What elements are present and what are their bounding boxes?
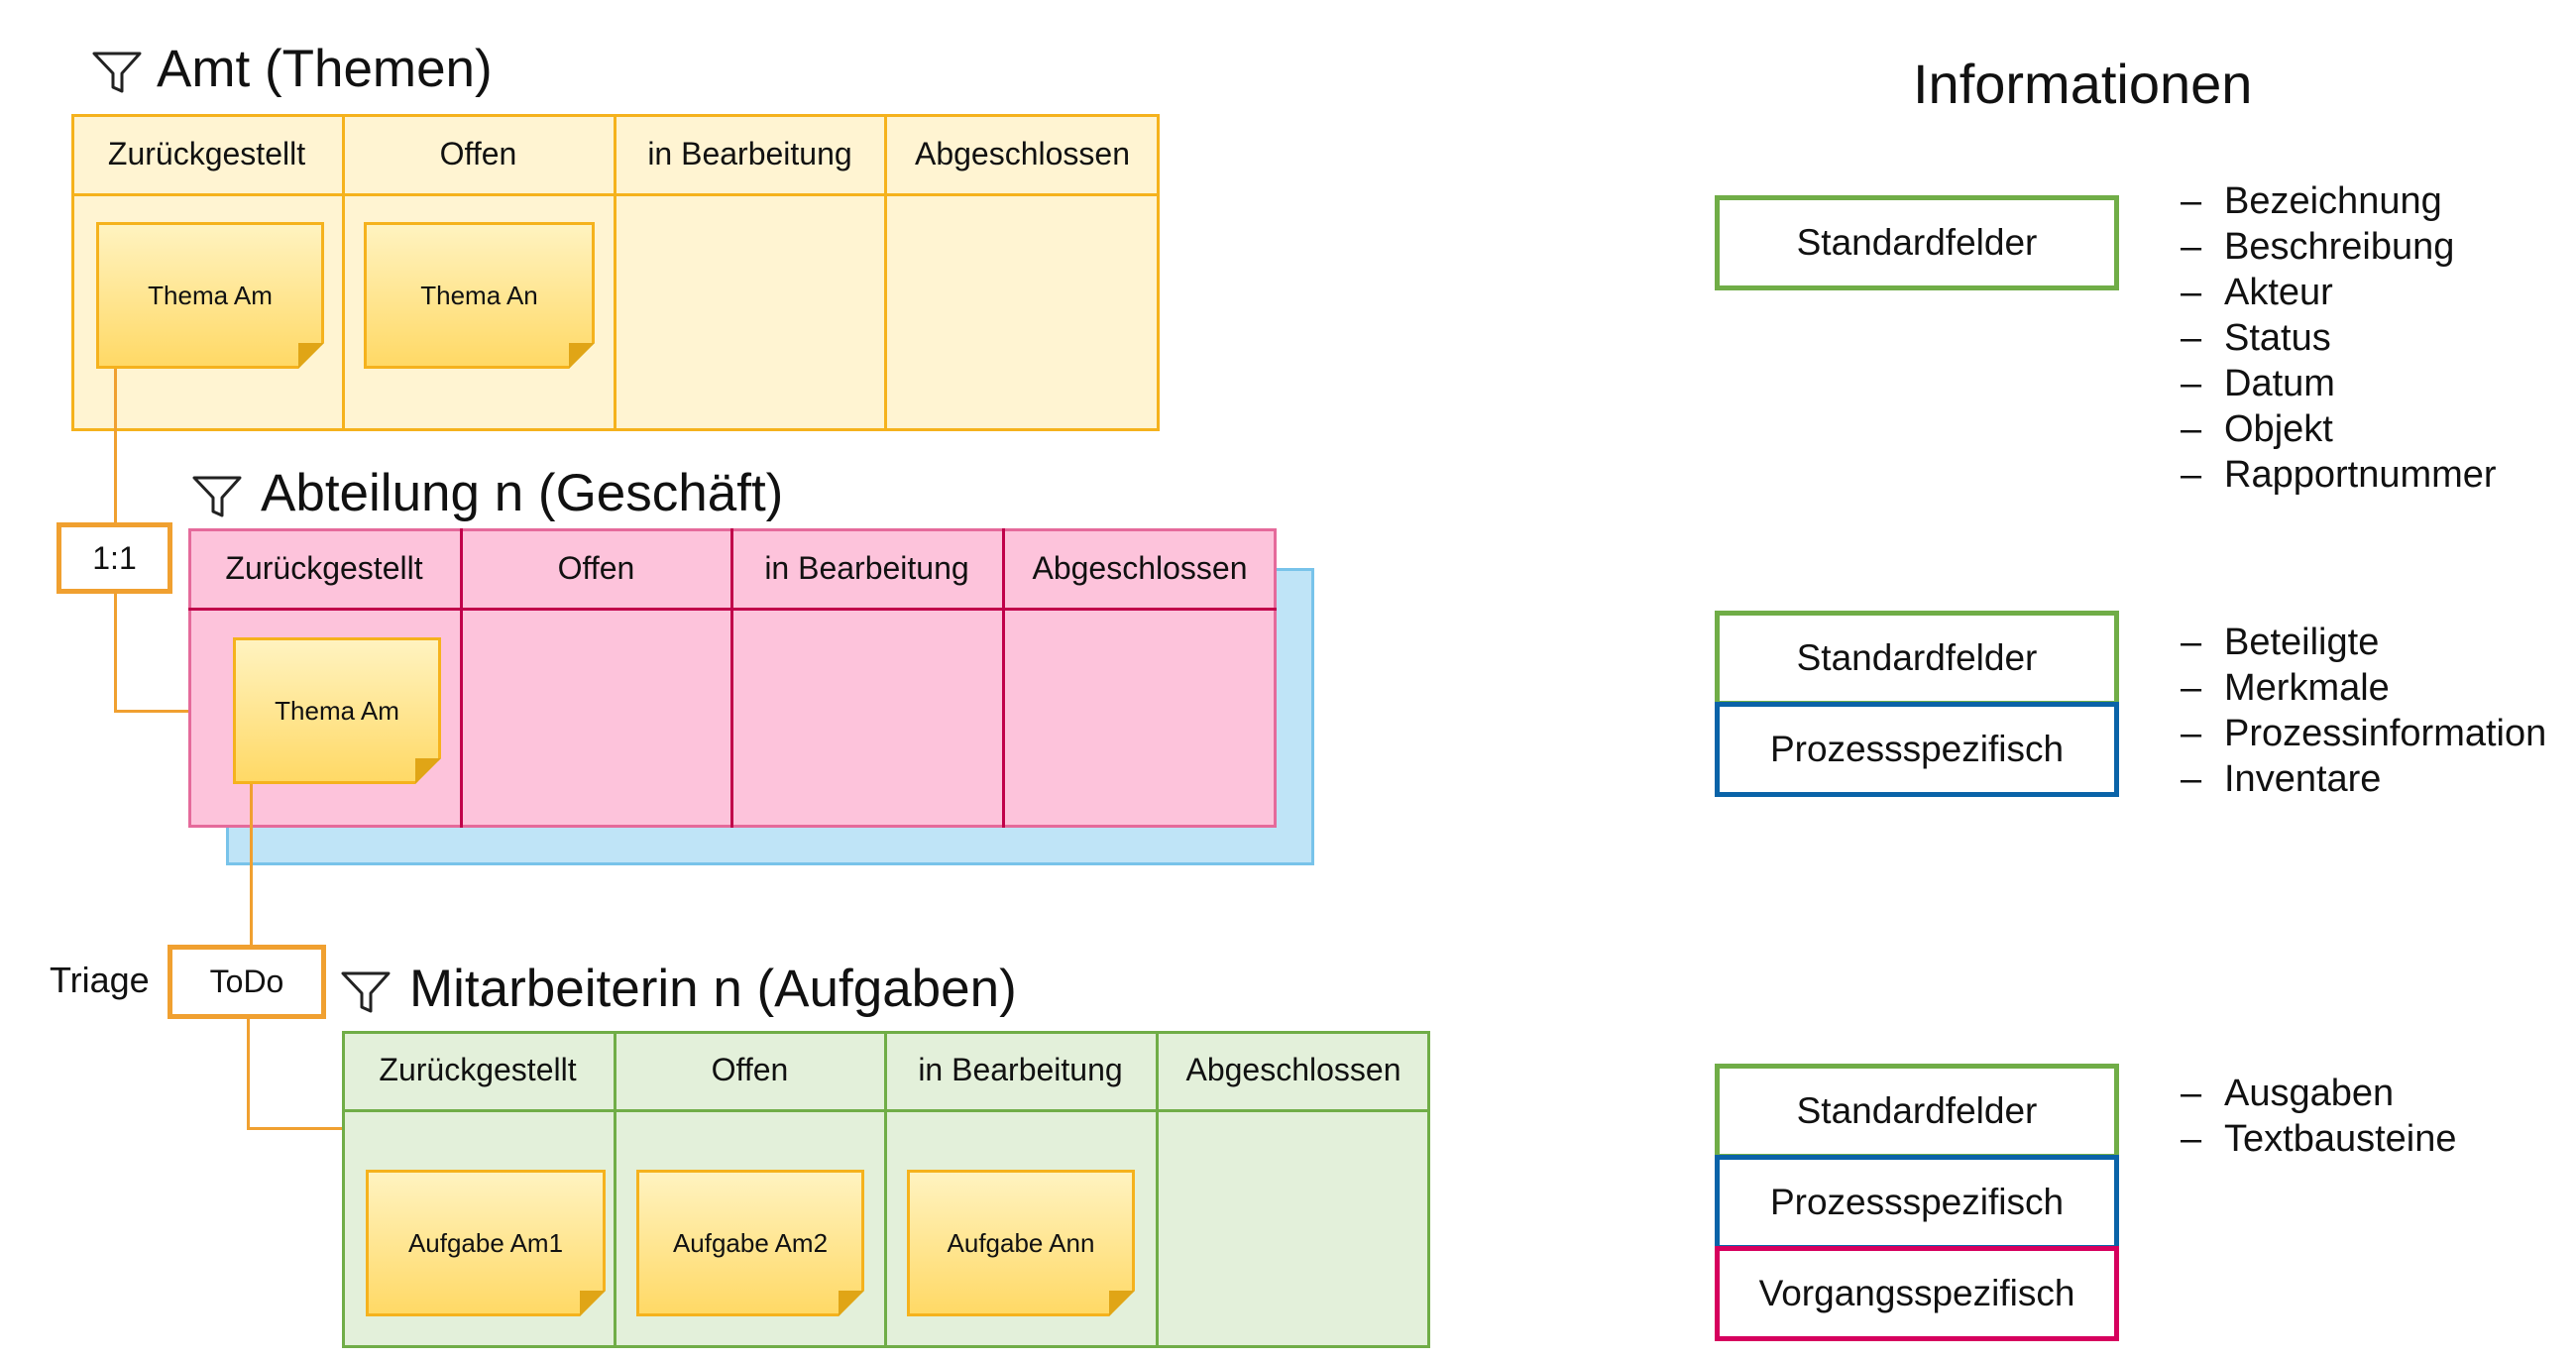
info-box-vorgangsspezifisch: Vorgangsspezifisch (1715, 1246, 2119, 1341)
info-list-item: –Beteiligte (2181, 622, 2380, 663)
board-amt-col-divider (614, 114, 616, 431)
column-header-abgeschlossen[interactable]: Abgeschlossen (1185, 1052, 1401, 1087)
sticky-note-thema-am[interactable]: Thema Am (96, 222, 324, 369)
board-title-abteilung: Abteilung n (Geschäft) (261, 464, 784, 522)
filter-funnel-icon[interactable] (340, 969, 392, 1017)
column-header-in-bearbeitung[interactable]: in Bearbeitung (918, 1052, 1123, 1087)
info-box-prozessspezifisch: Prozessspezifisch (1715, 702, 2119, 797)
board-abteilung-col-divider (1002, 528, 1005, 828)
board-title-amt: Amt (Themen) (157, 40, 493, 98)
info-list-item: –Prozessinformation (2181, 713, 2547, 754)
board-abteilung-col-divider (460, 528, 463, 828)
info-list-item: –Datum (2181, 363, 2335, 404)
column-header-zurueckgestellt[interactable]: Zurückgestellt (225, 549, 423, 586)
sticky-note-aufgabe-am1[interactable]: Aufgabe Am1 (366, 1170, 606, 1316)
info-list-item: –Ausgaben (2181, 1073, 2395, 1114)
connector-line (250, 784, 253, 946)
filter-funnel-icon[interactable] (191, 474, 243, 521)
relation-ratio-badge: 1:1 (56, 522, 172, 594)
column-header-offen[interactable]: Offen (439, 135, 517, 171)
board-amt-col-divider (884, 114, 887, 431)
connector-line (114, 710, 233, 713)
column-header-zurueckgestellt[interactable]: Zurückgestellt (379, 1052, 577, 1087)
column-header-in-bearbeitung[interactable]: in Bearbeitung (764, 549, 969, 586)
connector-line (247, 1019, 250, 1130)
filter-funnel-icon[interactable] (91, 50, 143, 97)
column-header-offen[interactable]: Offen (557, 549, 635, 586)
info-list-item: –Beschreibung (2181, 226, 2455, 268)
info-list-item: –Textbausteine (2181, 1118, 2457, 1160)
info-list-item: –Inventare (2181, 758, 2382, 800)
column-header-offen[interactable]: Offen (711, 1052, 789, 1087)
info-list-item: –Rapportnummer (2181, 454, 2497, 496)
board-amt-col-divider (342, 114, 345, 431)
sticky-note-aufgabe-ann[interactable]: Aufgabe Ann (907, 1170, 1135, 1316)
sticky-note-thema-am[interactable]: Thema Am (233, 637, 441, 784)
info-list-item: –Akteur (2181, 272, 2333, 313)
info-box-prozessspezifisch: Prozessspezifisch (1715, 1155, 2119, 1250)
column-header-abgeschlossen[interactable]: Abgeschlossen (1032, 549, 1248, 586)
info-list-item: –Objekt (2181, 408, 2333, 450)
info-box-standardfelder: Standardfelder (1715, 195, 2119, 290)
board-abteilung-col-divider (730, 528, 733, 828)
board-title-mitarbeiterin: Mitarbeiterin n (Aufgaben) (409, 960, 1017, 1018)
info-heading: Informationen (1913, 53, 2253, 115)
info-list-item: –Status (2181, 317, 2331, 359)
board-mitarbeiterin-col-divider (884, 1031, 887, 1348)
info-box-standardfelder: Standardfelder (1715, 1064, 2119, 1159)
column-header-in-bearbeitung[interactable]: in Bearbeitung (647, 135, 852, 171)
info-box-standardfelder: Standardfelder (1715, 611, 2119, 706)
todo-badge: ToDo (168, 945, 326, 1019)
sticky-note-aufgabe-am2[interactable]: Aufgabe Am2 (636, 1170, 864, 1316)
board-mitarbeiterin-col-divider (614, 1031, 616, 1348)
info-list-item: –Merkmale (2181, 667, 2390, 709)
board-mitarbeiterin-col-divider (1156, 1031, 1159, 1348)
column-header-abgeschlossen[interactable]: Abgeschlossen (914, 135, 1131, 171)
triage-label: Triage (50, 960, 150, 1000)
column-header-zurueckgestellt[interactable]: Zurückgestellt (107, 135, 306, 171)
sticky-note-thema-an[interactable]: Thema An (364, 222, 595, 369)
info-list-item: –Bezeichnung (2181, 180, 2442, 222)
